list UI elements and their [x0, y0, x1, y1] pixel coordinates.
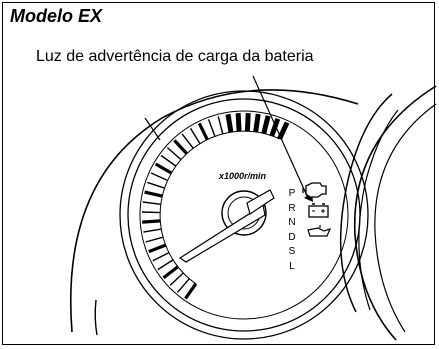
tachometer-tick: [253, 113, 261, 133]
model-title: Modelo EX: [10, 6, 103, 26]
tachometer-tick: [141, 211, 161, 214]
gear-indicator-d: D: [288, 231, 296, 243]
oil-pressure-icon: [307, 225, 332, 237]
tachometer-tick: [154, 162, 173, 175]
tachometer-tick-band: [141, 112, 290, 300]
needle-cap: [246, 189, 275, 215]
gear-indicator-r: R: [288, 202, 296, 214]
tachometer-tick: [235, 113, 242, 132]
right-gauge-rim: [353, 85, 437, 341]
tachometer-tick: [142, 219, 161, 224]
tachometer-tick: [269, 117, 281, 137]
tachometer-tick: [244, 112, 251, 132]
tachometer-tick: [142, 201, 161, 205]
right-pod-outer: [339, 93, 393, 313]
tachometer-tick-baseline: [159, 130, 280, 285]
gear-indicator-n: N: [288, 217, 296, 228]
tachometer-tick: [261, 115, 271, 134]
cluster-bezel-edge: [144, 117, 161, 141]
gear-indicator-l: L: [289, 260, 295, 272]
tachometer-tick: [225, 113, 234, 133]
gear-indicator-p: P: [288, 188, 296, 199]
tachometer-tick: [157, 259, 174, 271]
cluster-housing-bottom-arc: [94, 299, 98, 336]
tachometer-tick: [176, 278, 190, 293]
tachometer-tick: [145, 236, 164, 243]
right-gauge-rim-inner: [374, 103, 437, 333]
tachometer-tick: [148, 243, 167, 254]
tachometer-tick: [162, 265, 179, 280]
tachometer-tick: [152, 252, 170, 262]
tachometer-tick: [144, 190, 163, 198]
callout-leader-line: [252, 75, 309, 199]
check-engine-icon: [302, 182, 327, 198]
needle-pointer: [178, 204, 266, 263]
tachometer-tick: [181, 133, 194, 149]
gauge-bezel: [127, 98, 361, 332]
gear-indicator-s: S: [288, 246, 296, 257]
tachometer-tick: [160, 154, 177, 167]
tachometer-tick: [166, 147, 182, 161]
tachometer-tick: [217, 116, 224, 134]
tachometer-tick: [189, 127, 201, 144]
gauge-bezel-outer: [119, 90, 369, 340]
gauge-face: [139, 110, 349, 320]
cluster-housing-arc: [69, 89, 359, 333]
tachometer-tick: [143, 228, 162, 233]
tachometer-tick: [173, 139, 188, 155]
tachometer-tick: [207, 119, 216, 137]
tachometer-tick: [147, 181, 165, 189]
tachometer-tick: [184, 282, 198, 300]
battery-charge-icon: [308, 203, 329, 218]
tachometer-tick: [150, 172, 168, 182]
tachometer-tick: [169, 272, 184, 286]
tachometer-tick: [197, 122, 209, 141]
callout-label: Luz de advertência de carga da bateria: [36, 48, 314, 65]
tachometer-unit-label: x1000r/min: [219, 171, 267, 181]
